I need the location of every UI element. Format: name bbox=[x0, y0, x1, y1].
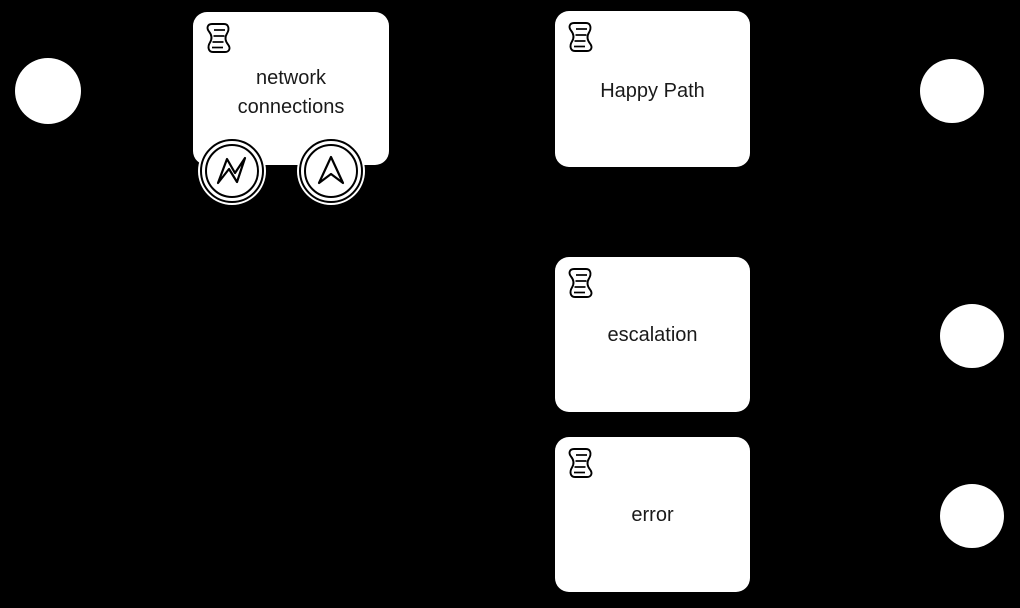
task-label: escalation bbox=[607, 324, 698, 346]
script-task-icon bbox=[565, 267, 595, 301]
script-task-icon bbox=[203, 22, 233, 56]
escalation-end-event[interactable] bbox=[940, 304, 1004, 368]
script-task-icon bbox=[565, 447, 595, 481]
event-outer-ring bbox=[200, 139, 264, 203]
error-event-icon bbox=[210, 149, 254, 193]
task-label: network connections bbox=[237, 67, 345, 118]
event-outer-ring bbox=[299, 139, 363, 203]
task-escalation[interactable]: escalation bbox=[555, 257, 750, 412]
task-happy-path[interactable]: Happy Path bbox=[555, 11, 750, 167]
script-task-icon bbox=[565, 21, 595, 55]
event-inner-ring bbox=[205, 144, 259, 198]
start-event[interactable] bbox=[15, 58, 81, 124]
event-inner-ring bbox=[304, 144, 358, 198]
task-label: Happy Path bbox=[600, 80, 705, 102]
error-end-event[interactable] bbox=[940, 484, 1004, 548]
error-boundary-event[interactable] bbox=[198, 137, 266, 205]
task-error[interactable]: error bbox=[555, 437, 750, 592]
escalation-boundary-event[interactable] bbox=[297, 137, 365, 205]
happy-path-end-event[interactable] bbox=[920, 59, 984, 123]
task-label: error bbox=[631, 504, 674, 526]
escalation-event-icon bbox=[309, 149, 353, 193]
